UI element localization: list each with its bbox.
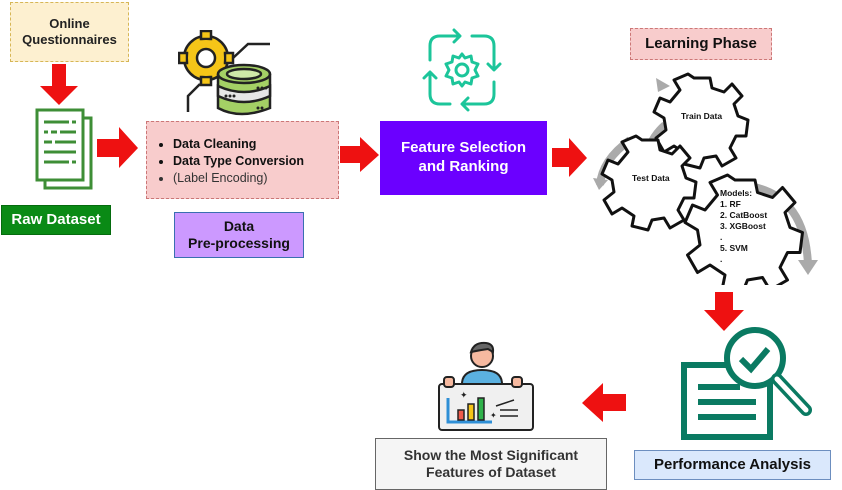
learning-gears-diagram — [593, 72, 818, 285]
svg-text:✦: ✦ — [460, 390, 468, 400]
preprocessing-label-line1: Data — [223, 217, 255, 234]
arrow-down-1 — [40, 64, 78, 105]
test-data-gear — [600, 134, 698, 232]
data-preprocessing-label: Data Pre-processing — [174, 212, 304, 258]
models-list: Models: 1. RF 2. CatBoost 3. XGBoost . 5… — [720, 188, 767, 265]
arrow-down-2 — [704, 292, 744, 331]
train-data-label: Train Data — [681, 111, 723, 121]
document-icon — [35, 108, 93, 190]
learning-phase-label: Learning Phase — [630, 28, 772, 60]
model-item: 1. RF — [720, 199, 741, 209]
arrow-right-3 — [552, 138, 587, 177]
preprocessing-step: Data Cleaning — [173, 136, 338, 153]
models-gear — [683, 173, 804, 285]
preprocessing-step: Data Type Conversion — [173, 153, 338, 170]
feature-selection-line2: and Ranking — [418, 158, 509, 175]
arrow-head-right — [798, 260, 818, 275]
analysis-magnifier-icon — [681, 327, 812, 440]
model-item: 5. SVM — [720, 243, 748, 253]
raw-dataset-label: Raw Dataset — [1, 205, 111, 235]
models-title: Models: — [720, 188, 753, 198]
preprocessing-step: (Label Encoding) — [173, 170, 338, 187]
significant-features-label: Show the Most Significant Features of Da… — [375, 438, 607, 490]
arrow-right-1 — [97, 127, 138, 168]
online-questionnaires-label: Online Questionnaires — [22, 15, 117, 47]
arrow-right-2 — [340, 137, 379, 172]
performance-analysis-label: Performance Analysis — [634, 450, 831, 480]
arrow-left — [582, 383, 626, 422]
feature-selection-box: Feature Selection and Ranking — [380, 121, 547, 195]
preprocessing-label-line2: Pre-processing — [188, 235, 290, 251]
significant-features-line1: Show the Most Significant — [403, 446, 579, 463]
test-data-label: Test Data — [632, 173, 670, 183]
preprocessing-steps-box: Data Cleaning Data Type Conversion (Labe… — [146, 121, 339, 199]
cycle-gear-icon — [422, 28, 502, 112]
online-questionnaires-box: Online Questionnaires — [10, 2, 129, 62]
preprocessing-steps-list: Data Cleaning Data Type Conversion (Labe… — [147, 136, 338, 187]
significant-features-line2: Features of Dataset — [426, 464, 556, 480]
presenter-chart-icon: ✦ ✦ — [438, 341, 534, 431]
arrow-head-left — [593, 178, 608, 190]
train-data-gear — [652, 72, 750, 170]
svg-text:✦: ✦ — [490, 411, 497, 420]
model-item: 2. CatBoost — [720, 210, 768, 220]
model-item: . — [720, 254, 723, 264]
feature-selection-line1: Feature Selection — [400, 139, 527, 157]
arrow-head-top — [656, 78, 670, 92]
model-item: 3. XGBoost — [720, 221, 766, 231]
database-gear-icon — [178, 30, 272, 116]
model-item: . — [720, 232, 723, 242]
